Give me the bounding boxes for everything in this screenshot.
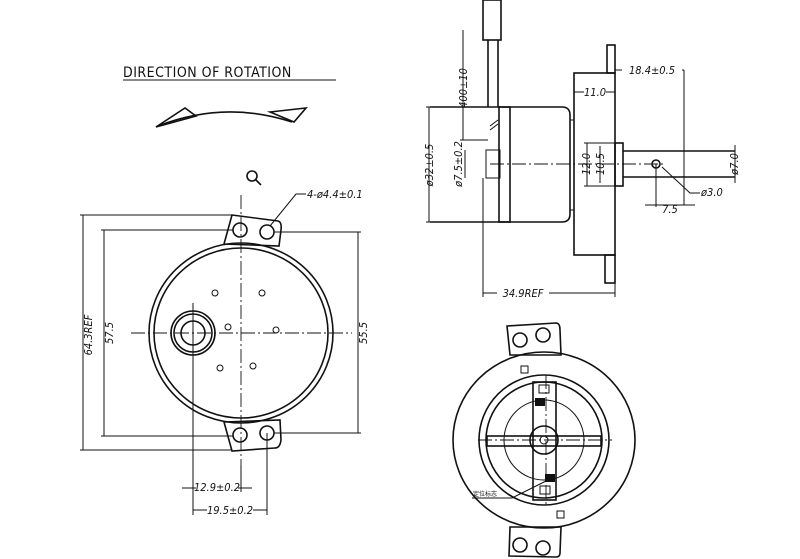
overall-ref-dim: 34.9REF bbox=[503, 287, 544, 300]
flange-plate bbox=[498, 106, 511, 223]
vertical-bracket bbox=[532, 381, 557, 501]
arrow-left-icon bbox=[155, 107, 198, 128]
connector bbox=[482, 0, 502, 41]
shaft-length-dim: 18.4±0.5 bbox=[629, 64, 675, 77]
hub-inner-dim: 10.5 bbox=[594, 153, 607, 175]
motor-body bbox=[430, 106, 571, 223]
rotation-direction: DIRECTION OF ROTATION bbox=[123, 65, 336, 128]
side-view: 400±10 ø32±0.5 ø7.5±0.2 18.4±0.5 11.0 12… bbox=[423, 0, 741, 300]
shaft-offset-dim: 12.9±0.2 bbox=[194, 481, 240, 494]
hub-outer-dim: 12.0 bbox=[580, 153, 593, 175]
hole-55-dim: 55.5 bbox=[357, 322, 370, 344]
mount-hole bbox=[232, 427, 248, 443]
magnifier-icon[interactable] bbox=[246, 170, 262, 186]
marker bbox=[545, 474, 555, 482]
lead-length-dim: 400±10 bbox=[457, 68, 470, 108]
mount-hole bbox=[259, 224, 275, 240]
pin-hole-dim: ø3.0 bbox=[700, 186, 723, 199]
rotation-arc bbox=[157, 111, 293, 127]
top-tab bbox=[606, 44, 616, 74]
rear-bottom-lug bbox=[508, 526, 562, 558]
rotation-title: DIRECTION OF ROTATION bbox=[123, 65, 292, 81]
body-diameter-dim: ø32±0.5 bbox=[423, 144, 436, 188]
rear-top-lug bbox=[506, 322, 562, 356]
top-lug bbox=[222, 214, 282, 247]
pin-offset-dim: 7.5 bbox=[662, 203, 678, 216]
mount-hole bbox=[232, 222, 248, 238]
gearbox-depth-dim: 11.0 bbox=[584, 86, 606, 99]
rear-view: 定位标志 bbox=[452, 322, 636, 558]
holes-label: 4-ø4.4±0.1 bbox=[307, 188, 363, 201]
marker bbox=[535, 398, 545, 406]
marker-label: 定位标志 bbox=[473, 490, 497, 498]
height-ref-dim: 64.3REF bbox=[82, 314, 95, 355]
rear-housing bbox=[452, 351, 636, 529]
bottom-tab bbox=[604, 254, 616, 284]
hole-57-dim: 57.5 bbox=[103, 322, 116, 344]
shaft-diameter-dim: ø7.0 bbox=[728, 153, 741, 176]
boss-diameter-dim: ø7.5±0.2 bbox=[452, 141, 465, 188]
output-hub bbox=[614, 142, 624, 187]
bottom-lug bbox=[222, 419, 282, 452]
arrow-right-icon bbox=[266, 106, 308, 123]
hole-offset-dim: 19.5±0.2 bbox=[207, 504, 253, 517]
front-view: 4-ø4.4±0.1 64.3REF 57.5 55.5 12.9±0.2 19… bbox=[80, 188, 370, 517]
